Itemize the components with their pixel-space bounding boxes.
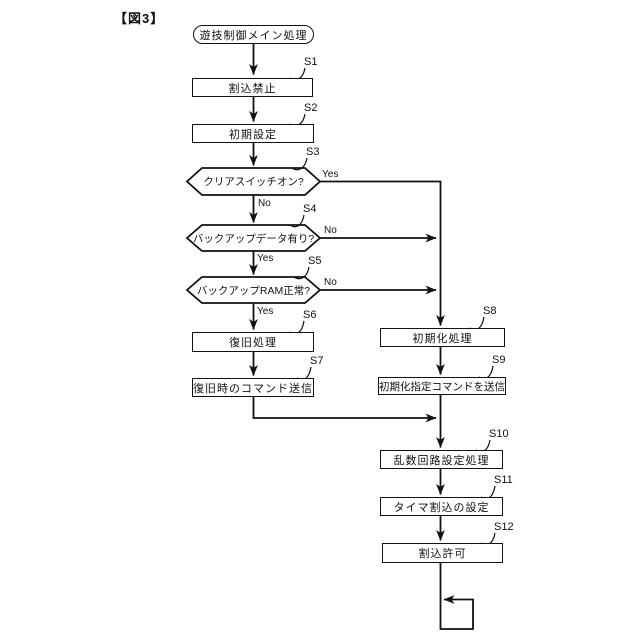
process-s2: 初期設定	[192, 124, 314, 143]
step-label-s1: S1	[304, 56, 318, 68]
step-label-s3: S3	[306, 146, 320, 158]
decision-s3: クリアスイッチオン?	[203, 176, 304, 188]
step-leader-s5	[293, 266, 310, 280]
step-label-s9: S9	[492, 354, 506, 366]
decision-shape-s4	[185, 224, 322, 252]
connector-main-loop	[439, 563, 474, 630]
step-label-s5: S5	[308, 255, 322, 267]
process-s8: 初期化処理	[380, 328, 505, 347]
process-s12: 割込許可	[382, 543, 503, 563]
figure-title: 【図3】	[114, 11, 165, 26]
edge-label-s4-yes: Yes	[257, 253, 274, 264]
edge-label-s5-yes: Yes	[257, 306, 274, 317]
process-s11: タイマ割込の設定	[380, 497, 503, 516]
step-leader-s3	[291, 157, 308, 171]
connector-s7-merge	[252, 397, 437, 423]
edge-label-s3-yes: Yes	[322, 169, 339, 180]
process-s9: 初期化指定コマンドを送信	[378, 377, 506, 395]
process-s7: 復旧時のコマンド送信	[192, 378, 314, 397]
step-label-s7: S7	[310, 355, 324, 367]
step-label-s8: S8	[483, 305, 497, 317]
step-label-s12: S12	[494, 521, 514, 533]
process-s10: 乱数回路設定処理	[380, 450, 503, 469]
step-label-s11: S11	[494, 474, 513, 486]
edge-label-s3-no: No	[258, 198, 271, 209]
process-s6: 復旧処理	[192, 332, 314, 352]
step-label-s10: S10	[489, 428, 509, 440]
decision-shape-s3	[185, 167, 322, 196]
step-label-s2: S2	[304, 102, 318, 114]
edge-label-s5-no: No	[324, 277, 337, 288]
decision-shape-s5	[185, 276, 322, 304]
process-s1: 割込禁止	[192, 78, 313, 97]
step-label-s4: S4	[303, 203, 317, 215]
connector-s3-yes-s8	[320, 180, 445, 327]
step-label-s6: S6	[303, 309, 317, 321]
terminal-start: 遊技制御メイン処理	[193, 25, 314, 44]
edge-label-s4-no: No	[324, 225, 337, 236]
decision-s5: バックアップRAM正常?	[196, 284, 311, 297]
decision-s4: バックアップデータ有り?	[192, 232, 315, 245]
step-leader-s4	[289, 214, 305, 228]
